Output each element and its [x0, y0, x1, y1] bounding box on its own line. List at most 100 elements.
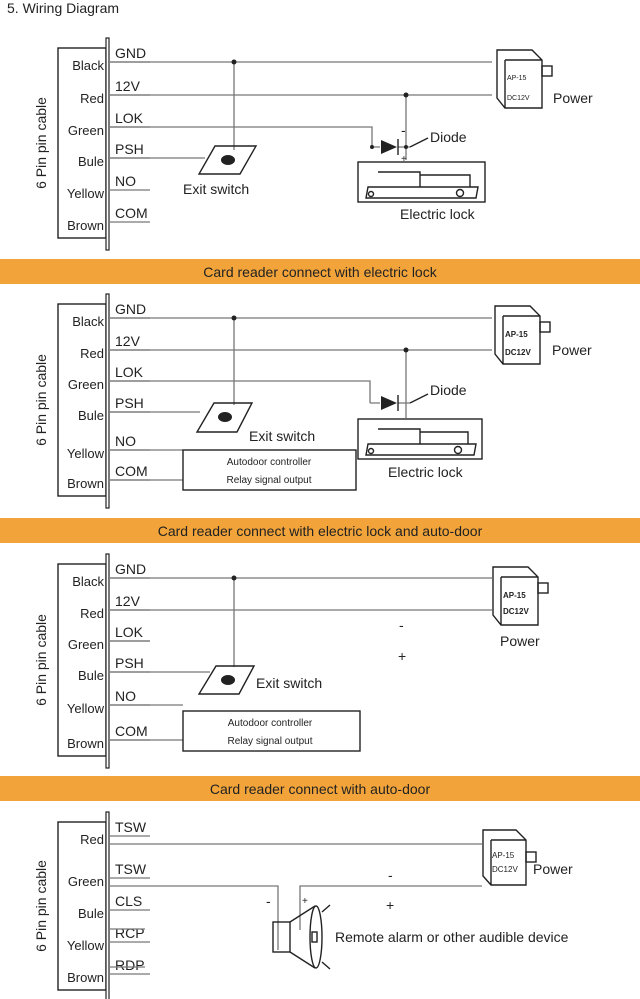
section-3-wiring: Exit switch - + Autodoor controller Rela…	[110, 566, 549, 752]
power-voltage: DC12V	[507, 95, 530, 102]
power-adapter-icon: AP-15 DC12V	[496, 49, 553, 109]
pin-color: Red	[80, 606, 104, 621]
banner-1: Card reader connect with electric lock	[0, 259, 640, 284]
pin-signal: COM	[115, 205, 148, 221]
exit-switch-label: Exit switch	[249, 428, 315, 444]
section-2-wiring: Exit switch Diode Electric lock Autodoor…	[110, 305, 592, 491]
connector-2: 6 Pin pin cableGNDBlack12VRedLOKGreenPSH…	[33, 293, 150, 509]
pin-signal: COM	[115, 723, 148, 739]
autodoor-controller-box: Autodoor controller Relay signal output	[182, 710, 361, 752]
pin-signal: NO	[115, 688, 136, 704]
banner-bar	[0, 776, 640, 801]
connector-edge	[105, 811, 110, 999]
pin-signal: CLS	[115, 893, 142, 909]
exit-switch-label: Exit switch	[183, 181, 249, 197]
connector-edge	[105, 37, 110, 251]
connector-housing	[57, 563, 107, 757]
pin-signal: PSH	[115, 655, 144, 671]
pin-signal: 12V	[115, 333, 141, 349]
alarm-label: Remote alarm or other audible device	[335, 929, 569, 945]
banner-text: Card reader connect with auto-door	[210, 781, 431, 797]
cable-label: 6 Pin pin cable	[33, 97, 49, 189]
pin-signal: GND	[115, 301, 146, 317]
pin-color: Yellow	[67, 701, 105, 716]
pin-color: Bule	[78, 408, 104, 423]
electric-lock-label: Electric lock	[388, 464, 464, 480]
pin-color: Red	[80, 91, 104, 106]
power-adapter-icon: AP-15 DC12V	[494, 305, 551, 365]
pin-color: Red	[80, 346, 104, 361]
power-voltage: DC12V	[505, 348, 531, 357]
power-label: Power	[553, 90, 593, 106]
minus-sign: -	[401, 122, 406, 138]
pin-color: Brown	[67, 970, 104, 985]
exit-switch-icon	[195, 402, 254, 433]
connector-1: 6 Pin pin cableGNDBlack12VRedLOKGreenPSH…	[33, 37, 150, 251]
connector-edge	[105, 553, 110, 769]
electric-lock-icon	[357, 418, 483, 460]
pin-color: Bule	[78, 154, 104, 169]
pin-color: Bule	[78, 668, 104, 683]
pin-signal: LOK	[115, 364, 144, 380]
pin-signal: TSW	[115, 861, 147, 877]
pin-signal: NO	[115, 173, 136, 189]
pin-color: Brown	[67, 736, 104, 751]
plus-sign: +	[302, 896, 308, 907]
pin-color: Brown	[67, 476, 104, 491]
power-adapter-icon: AP-15 DC12V	[482, 829, 537, 886]
banner-text: Card reader connect with electric lock a…	[158, 523, 483, 539]
controller-line1: Autodoor controller	[228, 718, 313, 729]
page-title: 5. Wiring Diagram	[7, 0, 119, 16]
pin-color: Yellow	[67, 186, 105, 201]
minus-sign: -	[266, 893, 271, 909]
pin-color: Bule	[78, 906, 104, 921]
power-label: Power	[500, 633, 540, 649]
pin-signal: GND	[115, 561, 146, 577]
pin-color: Green	[68, 637, 104, 652]
diode-label: Diode	[430, 129, 467, 145]
diode-label: Diode	[430, 382, 467, 398]
section-4-wiring: - + - + Remote alarm or other audible de…	[110, 829, 573, 970]
pin-signal: RCP	[115, 925, 145, 941]
exit-switch-icon	[197, 145, 258, 175]
pin-color: Green	[68, 123, 104, 138]
connector-edge	[105, 293, 110, 509]
controller-line2: Relay signal output	[227, 736, 312, 747]
connector-housing	[57, 47, 107, 239]
speaker-icon	[272, 904, 331, 970]
power-voltage: DC12V	[492, 865, 518, 874]
diode-icon	[381, 139, 399, 155]
minus-sign: -	[399, 617, 404, 633]
plus-sign: +	[386, 897, 394, 913]
power-model: AP-15	[503, 591, 526, 600]
power-label: Power	[533, 861, 573, 877]
connector-3: 6 Pin pin cableGNDBlack12VRedLOKGreenPSH…	[33, 553, 150, 769]
pin-signal: PSH	[115, 141, 144, 157]
power-model: AP-15	[507, 75, 527, 82]
diode-icon	[381, 395, 399, 411]
pin-signal: TSW	[115, 819, 147, 835]
electric-lock-label: Electric lock	[400, 206, 476, 222]
banner-3: Card reader connect with auto-door	[0, 776, 640, 801]
pin-signal: 12V	[115, 78, 141, 94]
pin-color: Yellow	[67, 938, 105, 953]
cable-label: 6 Pin pin cable	[33, 354, 49, 446]
cable-label: 6 Pin pin cable	[33, 860, 49, 952]
controller-line2: Relay signal output	[226, 475, 311, 486]
power-model: AP-15	[505, 330, 528, 339]
pin-color: Black	[72, 314, 104, 329]
pin-color: Red	[80, 832, 104, 847]
pin-signal: COM	[115, 463, 148, 479]
pin-signal: GND	[115, 45, 146, 61]
minus-sign: -	[388, 867, 393, 883]
pin-color: Black	[72, 58, 104, 73]
section-1-wiring: Exit switch Diode - + Electric lock AP-1…	[110, 49, 593, 222]
pin-color: Green	[68, 874, 104, 889]
connector-housing	[57, 303, 107, 497]
plus-sign: +	[398, 648, 406, 664]
pin-signal: RDP	[115, 957, 145, 973]
exit-switch-icon	[197, 665, 256, 695]
pin-color: Brown	[67, 218, 104, 233]
plus-sign: +	[401, 154, 407, 165]
